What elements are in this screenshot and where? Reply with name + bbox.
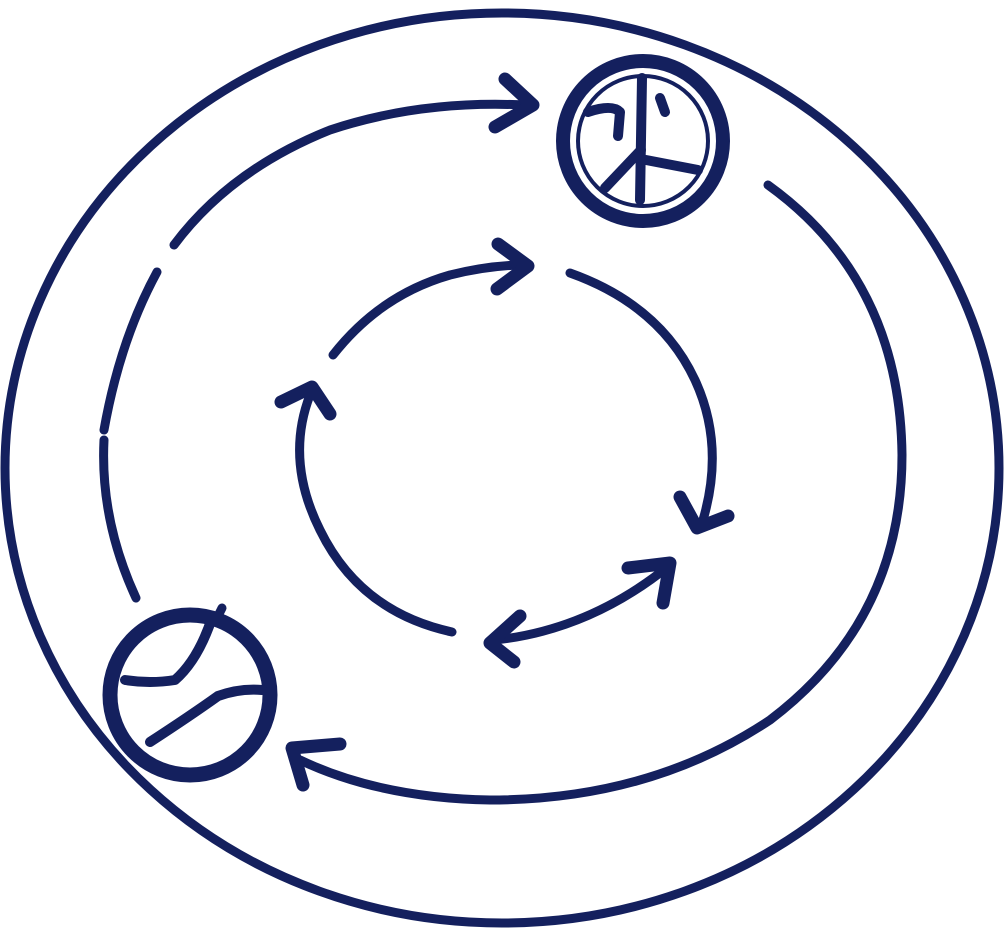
inner-arrow-bottom-double [490, 560, 675, 645]
inner-ring [274, 237, 735, 669]
middle-ring [99, 72, 907, 805]
ball-icon [102, 603, 278, 783]
outer-arrow-top [169, 99, 530, 250]
inner-arrow-top-head [490, 237, 535, 296]
outer-arrow-bottom [295, 180, 907, 805]
inner-arrow-right [565, 268, 717, 525]
peace-symbol-icon [556, 54, 730, 228]
middle-ring-segment-left-upper [99, 267, 162, 435]
outer-boundary [0, 8, 1004, 928]
middle-ring-segment-left-lower [99, 435, 141, 603]
inner-arrow-bottom-double-head-left [483, 609, 527, 669]
outer-arrow-bottom-head [285, 737, 347, 792]
inner-arrow-bottom-double-head-right [621, 556, 677, 610]
outer-arrow-top-head [488, 72, 540, 134]
inner-arrow-top [328, 260, 530, 360]
inner-arrow-right-head [673, 490, 735, 535]
inner-arrow-left-head [274, 380, 337, 421]
inner-arrow-left [295, 390, 457, 637]
